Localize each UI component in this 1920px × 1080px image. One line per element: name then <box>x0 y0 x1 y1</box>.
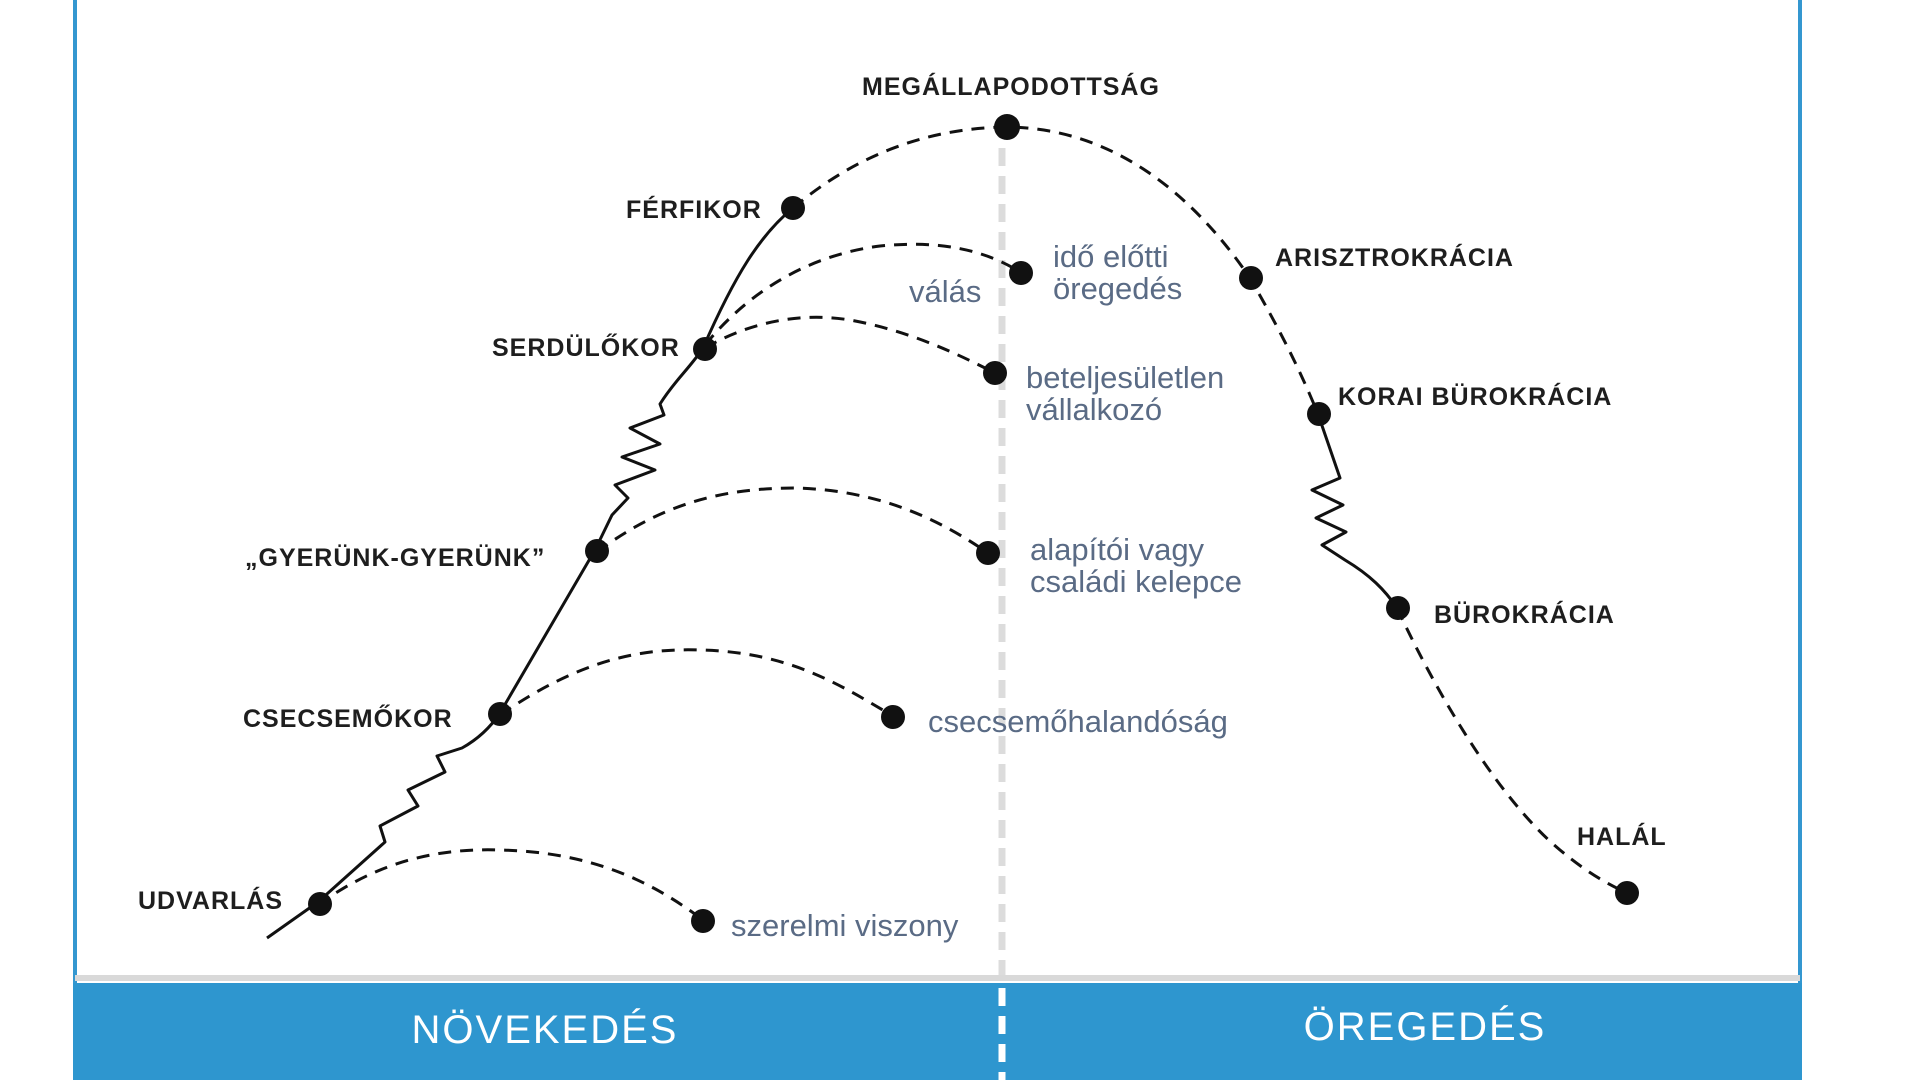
arc-csecsemohalandosag <box>499 648 894 718</box>
label-arisztokracia: ARISZTROKRÁCIA <box>1275 243 1514 272</box>
label-burokracia: BÜROKRÁCIA <box>1434 600 1615 629</box>
label-udvarlas: UDVARLÁS <box>138 886 283 915</box>
dot-csecsemokor <box>488 702 512 726</box>
dot-korai-burokracia <box>1307 402 1331 426</box>
dot-arisztokracia <box>1239 266 1263 290</box>
dot-beteljesuletlen <box>983 361 1007 385</box>
label-ido-elotti-line1: idő előtti <box>1053 239 1168 274</box>
label-ferfikor: FÉRFIKOR <box>626 195 762 224</box>
dot-alapitoi-kelepce <box>976 541 1000 565</box>
label-ido-elotti-line2: öregedés <box>1053 271 1182 306</box>
dot-halal <box>1615 881 1639 905</box>
dot-serdulokor <box>693 337 717 361</box>
label-megallapodottsag: MEGÁLLAPODOTTSÁG <box>862 72 1160 101</box>
label-beteljesuletlen-line2: vállalkozó <box>1026 392 1162 427</box>
label-szerelmi-viszony: szerelmi viszony <box>731 908 959 943</box>
decline-curve-solid <box>1310 413 1399 609</box>
arc-alapitoi-kelepce <box>596 486 989 555</box>
dot-burokracia <box>1386 596 1410 620</box>
dot-szerelmi-viszony <box>691 909 715 933</box>
band-label-aging: ÖREGEDÉS <box>1304 1004 1547 1049</box>
arc-ido-elotti <box>703 242 1021 346</box>
label-alapitoi-line1: alapítói vagy <box>1030 532 1205 567</box>
dot-ido-elotti <box>1009 261 1033 285</box>
phase-band <box>73 983 1802 1080</box>
dot-megallapodottsag <box>994 114 1020 140</box>
dot-csecsemohalandosag <box>881 705 905 729</box>
arc-szerelmi-viszony <box>317 848 704 922</box>
label-beteljesuletlen-line1: beteljesületlen <box>1026 360 1224 395</box>
label-halal: HALÁL <box>1577 822 1667 851</box>
dot-udvarlas <box>308 892 332 916</box>
label-gyerunk: „GYERÜNK-GYERÜNK” <box>245 543 545 572</box>
main-dashed-arc <box>792 125 1320 415</box>
label-alapitoi-line2: családi kelepce <box>1030 564 1242 599</box>
label-csecsemohalandosag: csecsemőhalandóság <box>928 704 1228 739</box>
dot-gyerunk <box>585 539 609 563</box>
growth-curve-solid <box>266 206 794 940</box>
dot-ferfikor <box>781 196 805 220</box>
label-csecsemokor: CSECSEMŐKOR <box>243 704 453 733</box>
band-label-growth: NÖVEKEDÉS <box>412 1007 679 1052</box>
label-valas: válás <box>909 274 981 309</box>
label-serdulokor: SERDÜLŐKOR <box>492 333 680 362</box>
label-korai-burokracia: KORAI BÜROKRÁCIA <box>1338 382 1612 411</box>
decline-dashed-tail <box>1395 607 1628 895</box>
arc-beteljesuletlen <box>704 315 996 375</box>
